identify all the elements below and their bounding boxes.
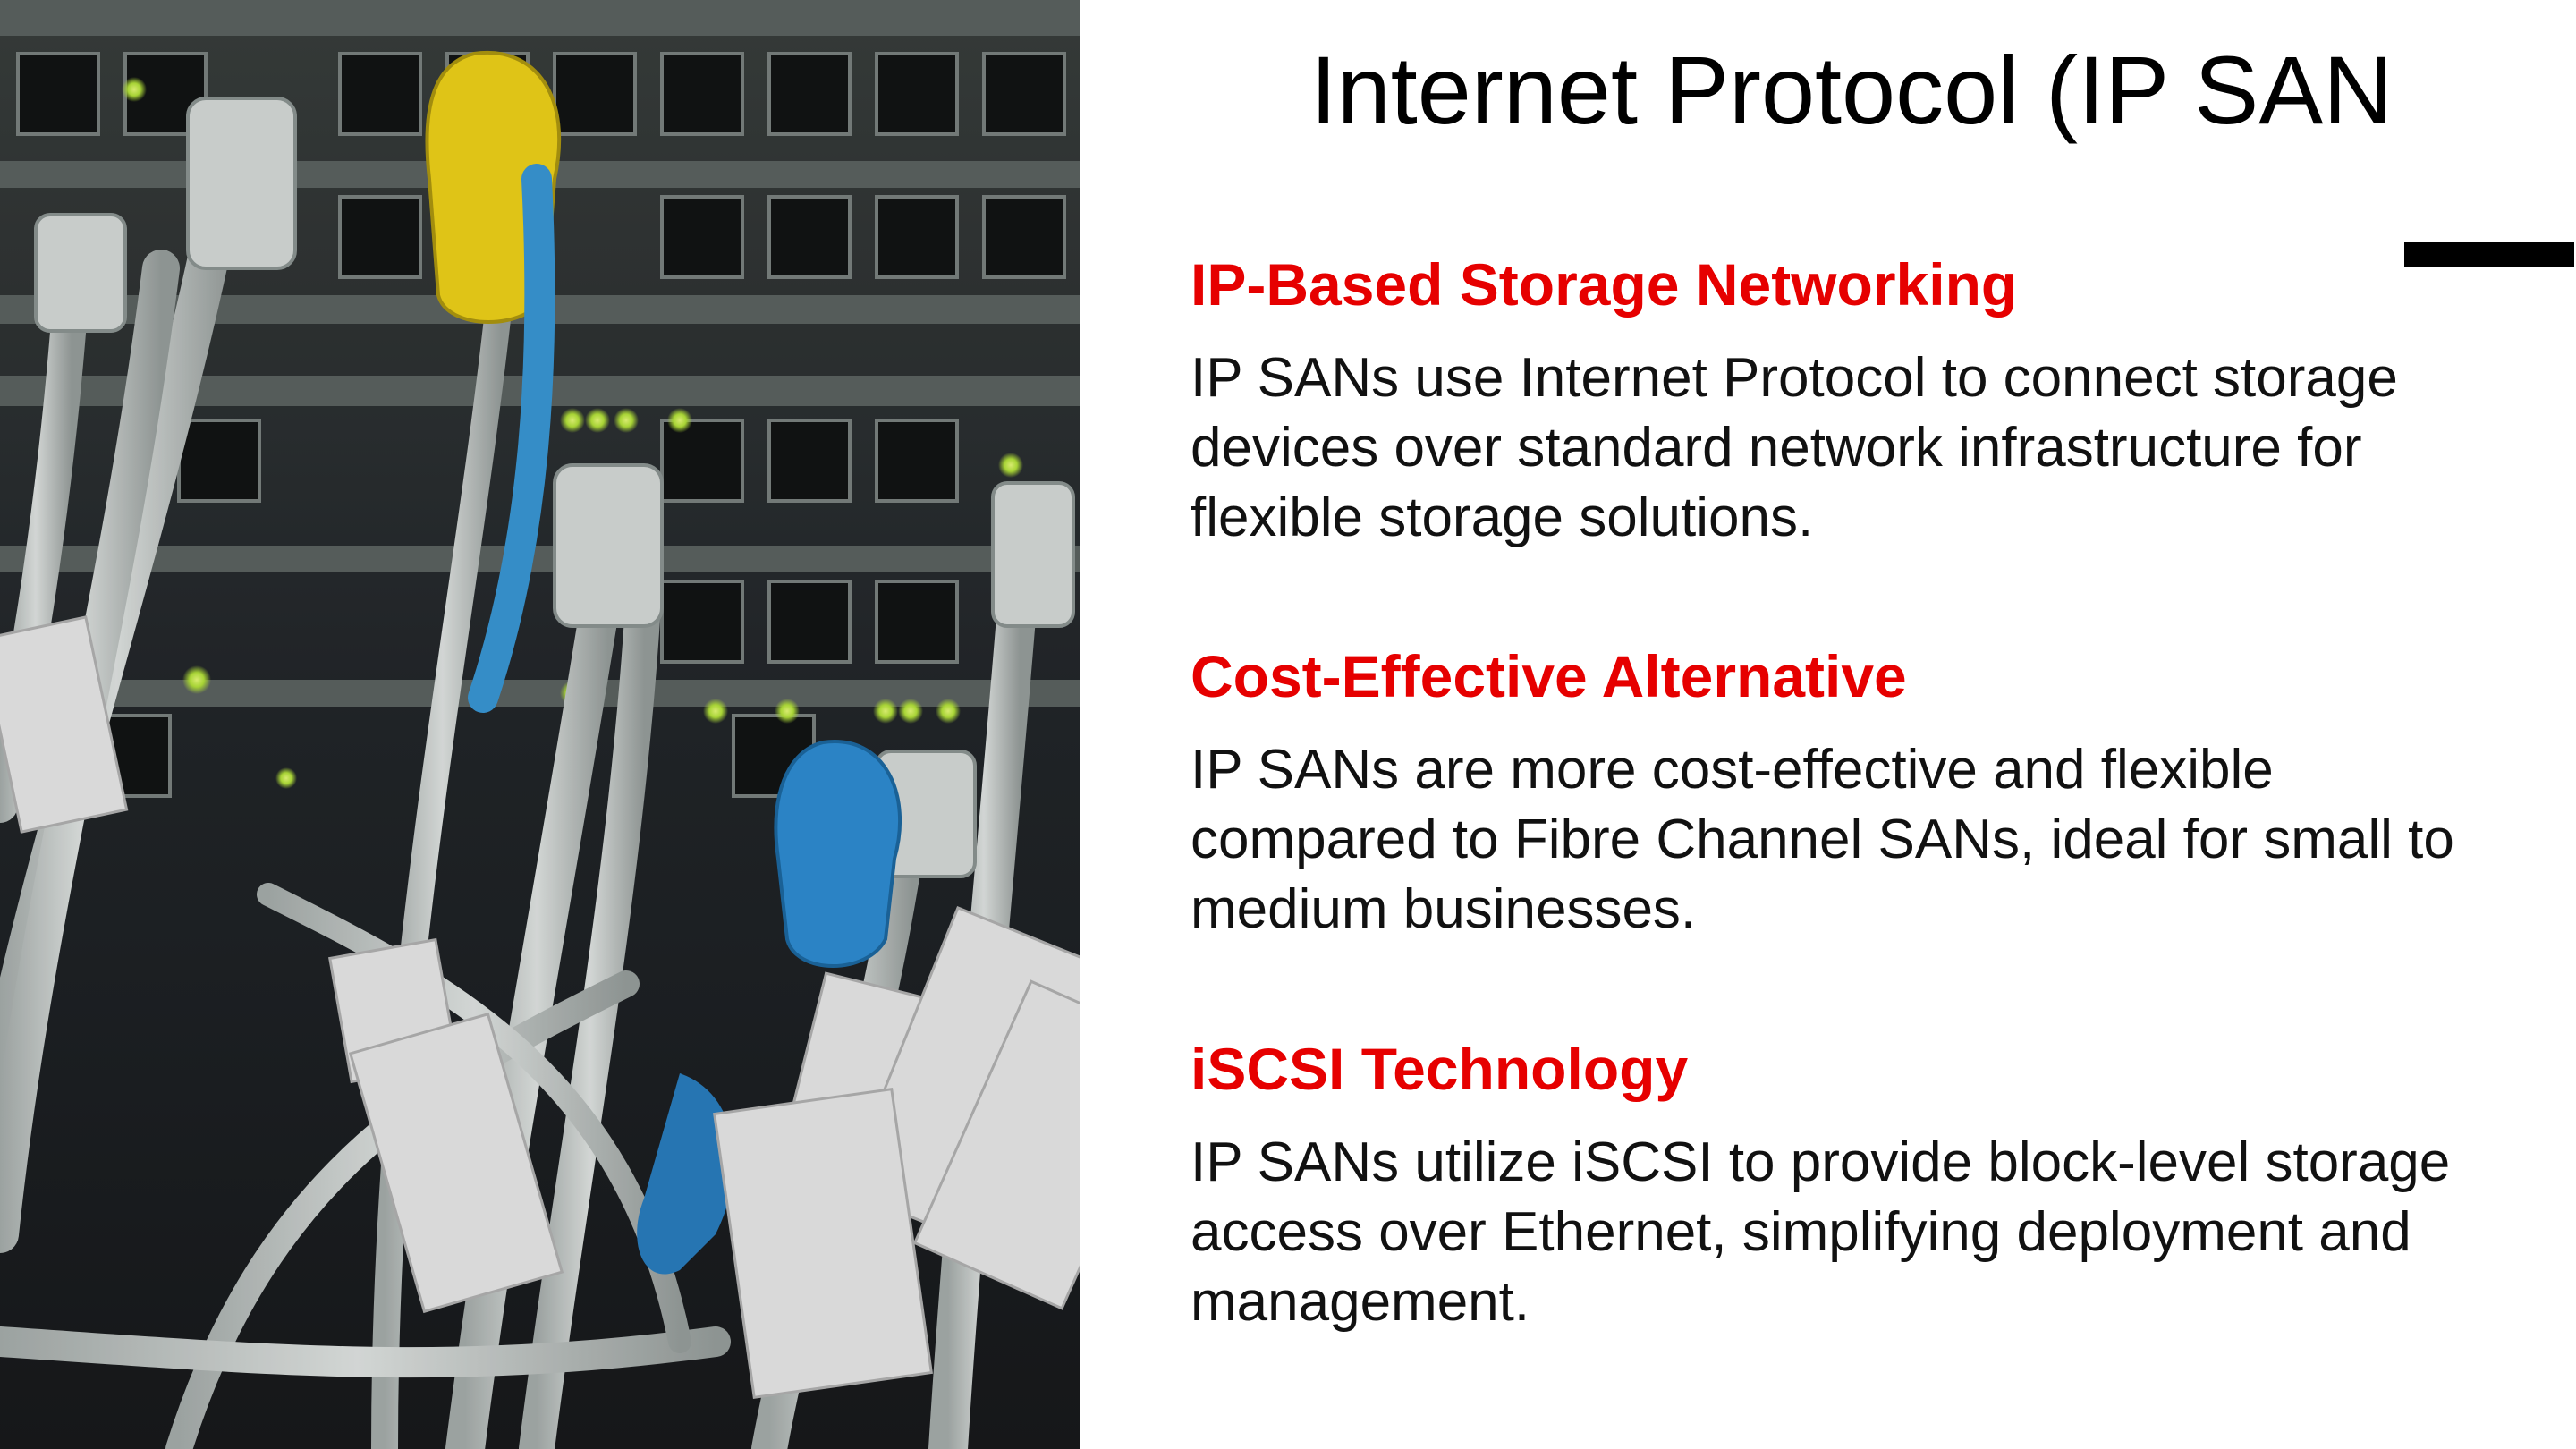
section-body: IP SANs utilize iSCSI to provide block-l… — [1191, 1131, 2451, 1333]
section-heading: Cost-Effective Alternative — [1191, 643, 1907, 709]
slide-title: Internet Protocol (IP SAN — [1309, 36, 2394, 144]
section-heading: IP-Based Storage Networking — [1191, 251, 2018, 318]
section-body: IP SANs use Internet Protocol to connect… — [1191, 347, 2398, 548]
network-patch-panel-photo — [0, 0, 1080, 1449]
section-cost-effective: Cost-Effective Alternative IP SANs are m… — [1191, 640, 2532, 945]
accent-bar — [2404, 242, 2574, 267]
section-body: IP SANs are more cost-effective and flex… — [1191, 739, 2454, 940]
section-iscsi-technology: iSCSI Technology IP SANs utilize iSCSI t… — [1191, 1033, 2532, 1337]
section-heading: iSCSI Technology — [1191, 1036, 1689, 1102]
patch-panel-illustration — [0, 0, 1080, 1449]
section-ip-based-storage: IP-Based Storage Networking IP SANs use … — [1191, 249, 2532, 553]
